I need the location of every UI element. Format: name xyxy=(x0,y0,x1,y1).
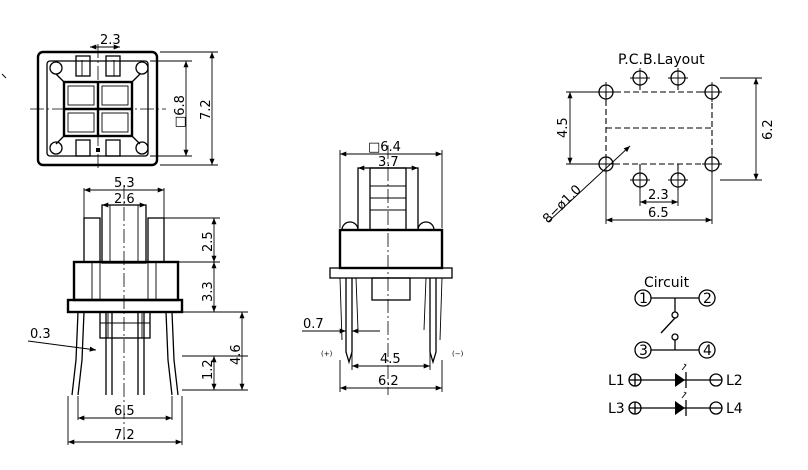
pcb-layout: P.C.B.Layout 4.5 xyxy=(540,52,776,227)
pcb-dim-2-3: 2.3 xyxy=(648,188,669,203)
side-dim-6-4: □6.4 xyxy=(368,140,401,155)
front-dim-2-6: 2.6 xyxy=(114,192,135,207)
circuit-title: Circuit xyxy=(644,275,690,291)
front-dim-6-5: 6.5 xyxy=(114,404,135,419)
front-dim-1-2: 1.2 xyxy=(201,359,216,380)
front-dim-3-3: 3.3 xyxy=(201,281,216,302)
l4-label: L4 xyxy=(726,401,743,417)
pin-plus-label: (+) xyxy=(321,350,333,358)
side-dim-0-7: 0.7 xyxy=(303,317,324,332)
front-dim-7-2: 7.2 xyxy=(114,428,135,443)
front-dim-0-3: 0.3 xyxy=(30,327,51,342)
pcb-dim-6-2: 6.2 xyxy=(761,119,776,140)
front-dim-4-6: 4.6 xyxy=(229,344,244,365)
front-dim-2-5: 2.5 xyxy=(201,231,216,252)
side-dim-6-2: 6.2 xyxy=(378,374,399,389)
top-dim-6-8: □6.8 xyxy=(173,95,188,128)
side-dim-4-5: 4.5 xyxy=(380,352,401,367)
corner-hole-bl xyxy=(49,141,63,155)
pcb-dim-4-5: 4.5 xyxy=(556,117,571,138)
pcb-dim-6-5: 6.5 xyxy=(648,206,669,221)
side-view: □6.4 3.7 0.7 4.5 6.2 (+) (−) xyxy=(302,140,464,395)
side-dim-3-7: 3.7 xyxy=(378,155,399,170)
pcb-dim-hole-dia: 8−ø1.0 xyxy=(540,182,584,226)
pin-2-label: 2 xyxy=(703,291,712,307)
pin-1-label: 1 xyxy=(639,291,648,307)
top-view: 2.3 □6.8 7.2 xyxy=(1,33,218,170)
corner-hole-tl xyxy=(49,61,63,75)
l3-label: L3 xyxy=(608,401,625,417)
pin-4-label: 4 xyxy=(703,343,712,359)
top-dim-7-2: 7.2 xyxy=(199,99,214,120)
l2-label: L2 xyxy=(726,373,743,389)
circuit-diagram: Circuit 1 2 3 4 L1 L2 L3 xyxy=(608,275,743,417)
l1-label: L1 xyxy=(608,373,625,389)
top-dim-2-3: 2.3 xyxy=(100,33,121,48)
corner-hole-br xyxy=(135,141,149,155)
front-dim-5-3: 5.3 xyxy=(114,176,135,191)
pin-3-label: 3 xyxy=(639,343,648,359)
front-view: 5.3 2.6 2.5 3.3 1.2 4.6 0.3 6.5 7.2 xyxy=(27,176,248,445)
pcb-layout-title: P.C.B.Layout xyxy=(618,52,705,68)
pin-minus-label: (−) xyxy=(452,350,464,358)
corner-hole-tr xyxy=(135,61,149,75)
